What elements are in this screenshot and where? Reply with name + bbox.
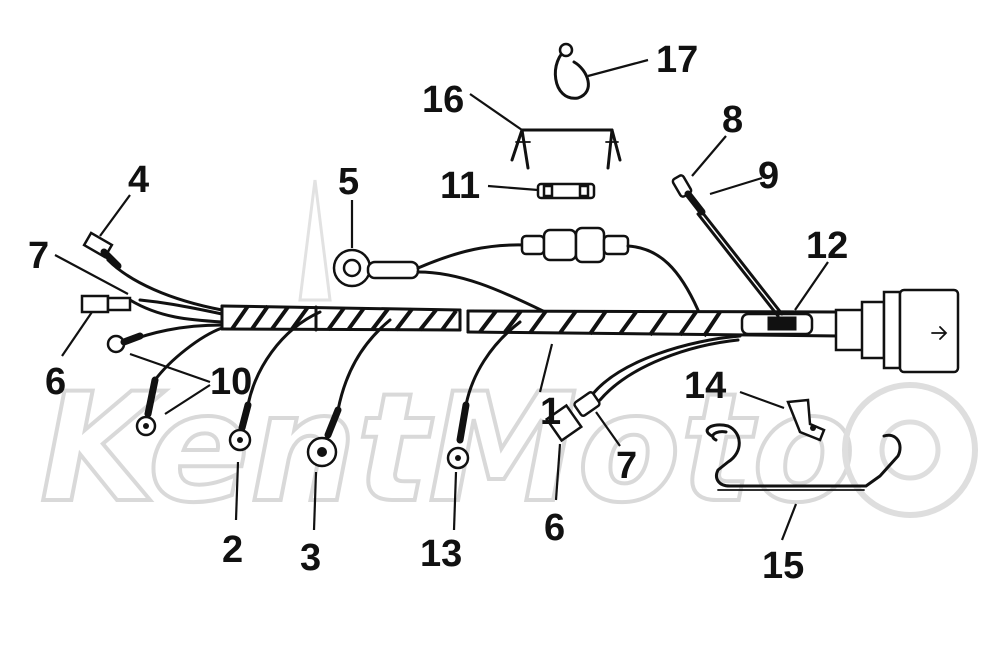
watermark: KentMoto <box>38 179 978 538</box>
callout-17: 17 <box>656 39 698 81</box>
callout-12: 12 <box>806 225 848 267</box>
callout-5: 5 <box>338 161 359 203</box>
leader-lines <box>54 58 829 541</box>
part-16-bracket <box>510 128 622 170</box>
callout-1: 1 <box>540 391 561 433</box>
callout-7-left: 7 <box>28 235 49 277</box>
callout-15: 15 <box>762 545 804 587</box>
part-14-clip <box>786 398 826 442</box>
callout-10: 10 <box>210 361 252 403</box>
callout-2: 2 <box>222 529 243 571</box>
part-17-tie <box>553 42 590 100</box>
callout-3: 3 <box>300 537 321 579</box>
callout-4: 4 <box>128 159 149 201</box>
callout-7-right: 7 <box>616 445 637 487</box>
callout-8: 8 <box>722 99 743 141</box>
callout-6-right: 6 <box>544 507 565 549</box>
callout-labels: 1 2 3 4 5 6 6 7 7 8 9 10 11 12 13 14 15 … <box>28 39 848 587</box>
part-15-rod <box>705 423 902 491</box>
fuse-branch <box>332 226 700 314</box>
right-lower-wire <box>544 334 742 443</box>
main-harness <box>220 288 960 374</box>
callout-14: 14 <box>684 365 726 407</box>
left-branch-wires <box>80 231 522 470</box>
wire-8-9 <box>671 174 784 318</box>
callout-11: 11 <box>440 165 480 207</box>
callout-16: 16 <box>422 79 464 121</box>
watermark-text: KentMoto <box>40 362 855 536</box>
callout-13: 13 <box>420 533 462 575</box>
callout-6-left: 6 <box>45 361 66 403</box>
part-11-fuse <box>536 182 596 200</box>
callout-9: 9 <box>758 155 779 197</box>
